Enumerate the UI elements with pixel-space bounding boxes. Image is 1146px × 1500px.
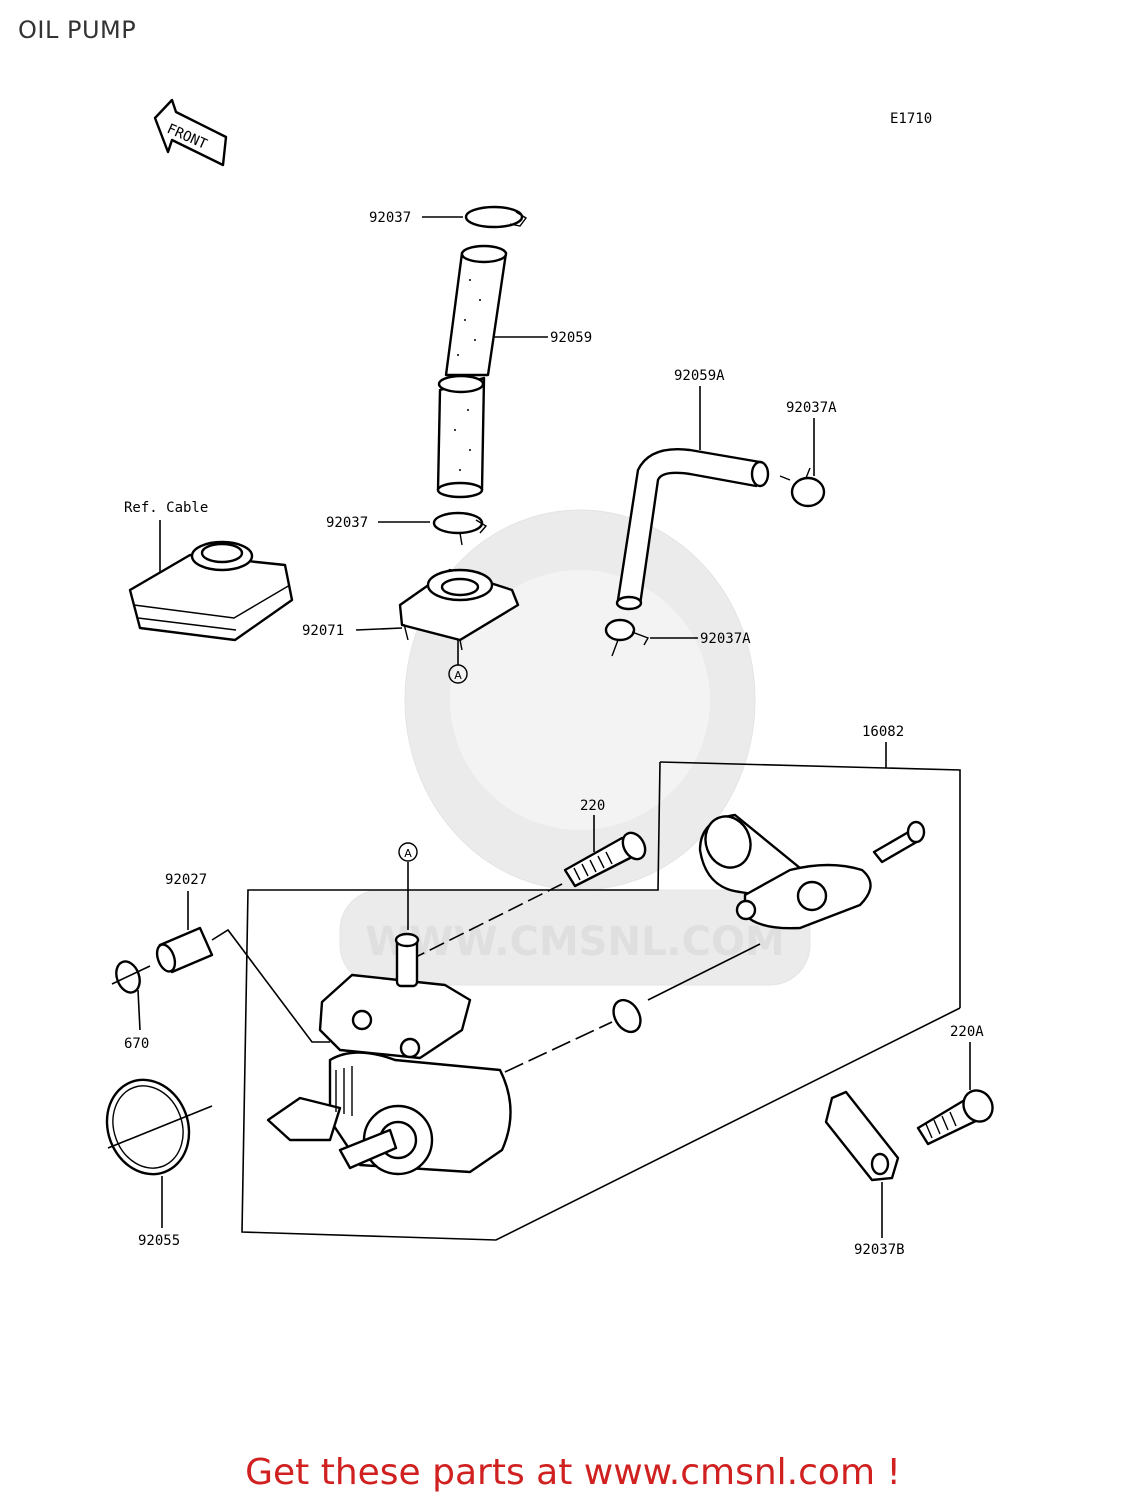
- label-92027: 92027: [165, 872, 207, 888]
- grommet-92071: [398, 568, 520, 651]
- label-220: 220: [580, 798, 605, 814]
- label-92055: 92055: [138, 1233, 180, 1249]
- oil-hose-92059: [436, 244, 508, 499]
- clamp-92037-top: [464, 205, 528, 229]
- diagram-code: E1710: [890, 111, 932, 127]
- assembly-outline: [241, 761, 961, 1241]
- oil-hose-92059A: [615, 448, 770, 611]
- label-92037A-top: 92037A: [786, 400, 837, 416]
- clamp-92037A-bottom: [604, 618, 650, 657]
- o-ring: [612, 998, 642, 1034]
- ref-marker-a-top-label: A: [454, 669, 462, 682]
- label-16082: 16082: [862, 724, 904, 740]
- front-arrow-icon: FRONT: [153, 98, 228, 167]
- promo-footer[interactable]: Get these parts at www.cmsnl.com !: [245, 1452, 901, 1493]
- ref-cable-label: Ref. Cable: [124, 500, 208, 516]
- label-92071: 92071: [302, 623, 344, 639]
- pump-cover-upper: [698, 813, 926, 930]
- label-92037A-bottom: 92037A: [700, 631, 751, 647]
- ref-marker-a-bottom-label: A: [404, 847, 412, 860]
- label-92037-mid: 92037: [326, 515, 368, 531]
- clamp-92037-mid: [432, 511, 488, 546]
- label-92037-top: 92037: [369, 210, 411, 226]
- label-92059: 92059: [550, 330, 592, 346]
- label-92059A: 92059A: [674, 368, 725, 384]
- bracket-16082: [659, 761, 961, 1008]
- page-title: OIL PUMP: [18, 16, 137, 44]
- clamp-92037A-top: [779, 467, 826, 508]
- label-220A: 220A: [950, 1024, 984, 1040]
- label-92037B: 92037B: [854, 1242, 905, 1258]
- watermark-logo: WWW.CMSNL.COM: [339, 509, 811, 986]
- label-670: 670: [124, 1036, 149, 1052]
- bolt-220: [563, 831, 647, 888]
- bolt-220A: [916, 1089, 994, 1146]
- gasket-92055: [105, 1078, 191, 1176]
- ref-marker-a-bottom: [398, 842, 418, 862]
- plate-92037B: [824, 1090, 900, 1182]
- oil-pump-body: [266, 932, 512, 1176]
- watermark-text: WWW.CMSNL.COM: [365, 919, 785, 965]
- ref-marker-a-top: [448, 664, 468, 684]
- cable-boot: [128, 540, 294, 642]
- collar-92027: [155, 926, 214, 974]
